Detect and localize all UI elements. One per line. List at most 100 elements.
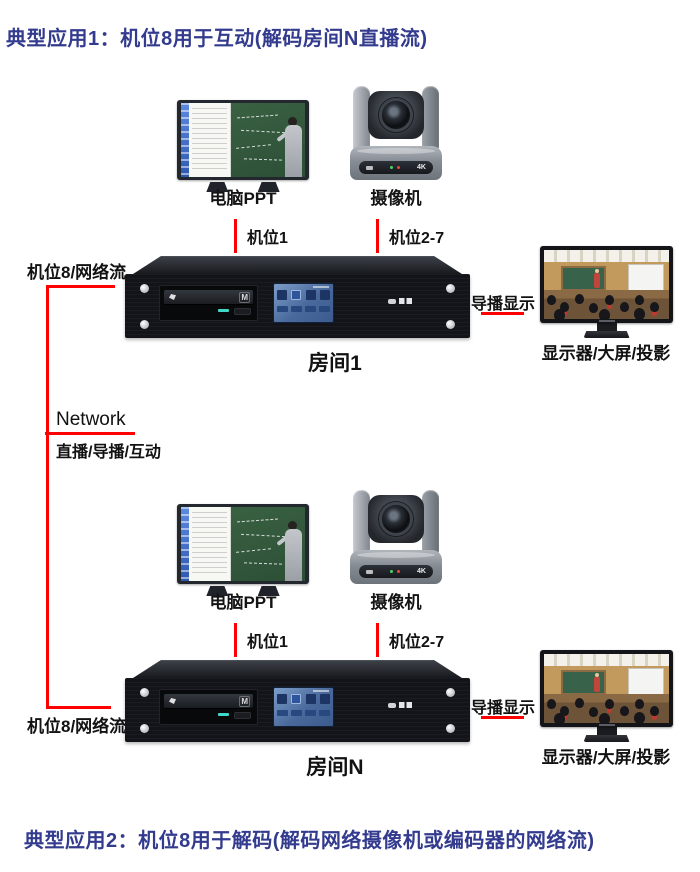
network-services-label: 直播/导播/互动 — [56, 444, 161, 461]
ppt-label: 电脑PPT — [209, 189, 277, 208]
window-toolbar — [181, 103, 189, 177]
dvd-badge: M — [239, 696, 250, 707]
room1-input8-link-line — [46, 285, 115, 288]
room-name: 房间1 — [308, 352, 362, 375]
director-link-line — [481, 312, 524, 315]
projection-screen — [629, 669, 663, 694]
ppt-screen — [181, 507, 305, 581]
display-monitor-illustration — [540, 246, 673, 338]
chalk-line — [237, 114, 278, 119]
display-stands — [177, 182, 309, 192]
students — [544, 694, 669, 723]
computer-ppt-illustration — [177, 100, 309, 192]
recorder-rack-device: M — [125, 256, 470, 338]
classroom-scene — [544, 250, 669, 319]
classroom-ceiling — [544, 654, 669, 667]
room-name: 房间N — [306, 756, 364, 779]
camera-head — [368, 91, 424, 139]
screw-hole — [140, 688, 149, 697]
ppt-label: 电脑PPT — [209, 593, 277, 612]
chalk-line — [237, 518, 278, 523]
classroom-ceiling — [544, 250, 669, 263]
roomN-input8-label: 机位8/网络流 — [27, 717, 127, 736]
display-stands — [177, 586, 309, 596]
chalk-line — [235, 144, 271, 149]
room1-input8-label: 机位8/网络流 — [27, 263, 127, 282]
director-output-label: 导播显示 — [471, 296, 536, 313]
display-monitor-illustration — [540, 650, 673, 742]
display-label: 显示器/大屏/投影 — [541, 344, 671, 363]
ppt-display-frame — [177, 100, 309, 180]
dvd-led — [218, 309, 229, 312]
monitor-stand-base — [583, 331, 630, 338]
teacher-figure — [276, 521, 304, 581]
camera-lens — [379, 502, 413, 536]
camera-logo — [366, 569, 373, 574]
window-toolbar — [181, 507, 189, 581]
application1-title: 典型应用1：机位8用于互动(解码房间N直播流) — [6, 28, 428, 50]
roomN-section: 电脑PPT 4K 摄像机 机位1 机位2-7 — [0, 404, 700, 799]
chalk-line — [235, 548, 271, 553]
camera1-link-line — [234, 623, 237, 657]
camera-leds — [390, 570, 401, 573]
dvd-tray: M — [164, 290, 253, 305]
camera-label: 摄像机 — [370, 189, 422, 208]
students — [544, 290, 669, 319]
camera-lens — [379, 98, 413, 132]
dvd-drive: M — [159, 285, 258, 321]
monitor-stand-neck — [596, 727, 617, 735]
classroom-teacher — [594, 673, 600, 693]
screw-hole — [140, 724, 149, 733]
display-label: 显示器/大屏/投影 — [541, 748, 671, 767]
monitor-brand-mark — [598, 320, 615, 322]
camera-front-band: 4K — [359, 565, 433, 578]
camera-arm — [422, 490, 439, 554]
ppt-screen — [181, 103, 305, 177]
dvd-logo — [169, 698, 176, 704]
screw-hole — [140, 320, 149, 329]
dvd-eject-button — [234, 308, 251, 315]
touch-panel — [273, 283, 334, 323]
rack-front-panel: M — [125, 678, 470, 742]
camera-arm — [422, 86, 439, 150]
dvd-drive: M — [159, 689, 258, 725]
camera1-link-label: 机位1 — [247, 230, 288, 247]
camera-4k-badge: 4K — [417, 568, 426, 575]
camera-base: 4K — [350, 146, 442, 180]
classroom-scene — [544, 654, 669, 723]
dvd-led — [218, 713, 229, 716]
camera-arm — [353, 490, 370, 554]
dvd-eject-button — [234, 712, 251, 719]
network-trunk-line — [46, 285, 49, 709]
camera27-link-line — [376, 623, 379, 657]
monitor-bezel — [540, 650, 673, 727]
dvd-tray: M — [164, 694, 253, 709]
ptz-camera-illustration: 4K — [347, 86, 445, 180]
camera27-link-line — [376, 219, 379, 253]
network-label: Network — [56, 409, 126, 430]
projection-screen — [629, 265, 663, 290]
recorder-rack-device: M — [125, 660, 470, 742]
dvd-badge: M — [239, 292, 250, 303]
camera-4k-badge: 4K — [417, 164, 426, 171]
application2-title: 典型应用2：机位8用于解码(解码网络摄像机或编码器的网络流) — [24, 830, 595, 852]
document-page — [189, 103, 232, 177]
camera-arm — [353, 86, 370, 150]
camera-leds — [390, 166, 401, 169]
rack-top-bevel — [133, 256, 462, 274]
dvd-logo — [169, 294, 176, 300]
touch-panel — [273, 687, 334, 727]
computer-ppt-illustration — [177, 504, 309, 596]
rack-front-panel: M — [125, 274, 470, 338]
roomN-input8-link-line — [46, 706, 111, 709]
director-output-label: 导播显示 — [471, 700, 536, 717]
camera-base: 4K — [350, 550, 442, 584]
monitor-stand-base — [583, 735, 630, 742]
screw-hole — [446, 284, 455, 293]
ppt-display-frame — [177, 504, 309, 584]
camera1-link-line — [234, 219, 237, 253]
screw-hole — [140, 284, 149, 293]
classroom-blackboard — [562, 671, 604, 693]
document-page — [189, 507, 232, 581]
